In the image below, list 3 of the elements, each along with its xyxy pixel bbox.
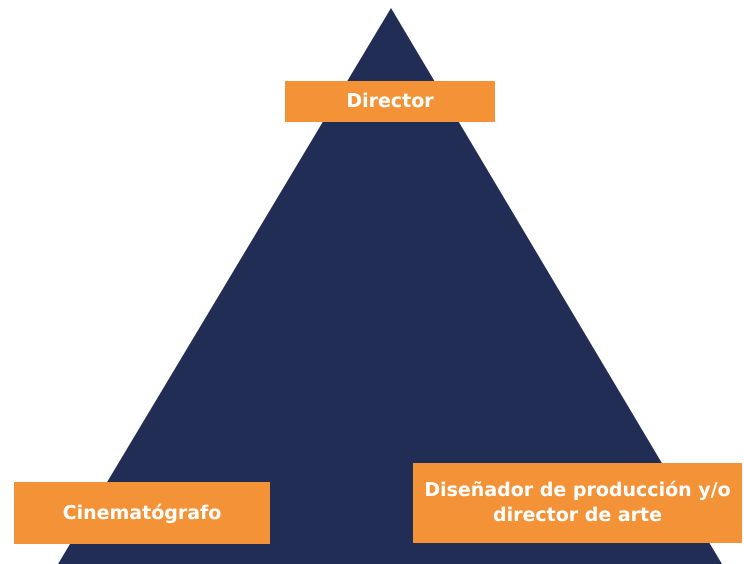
role-label: Cinematógrafo [14,482,270,544]
role-label: Diseñador de producción y/o director de arte [413,463,742,543]
role-label: Director [285,81,495,122]
